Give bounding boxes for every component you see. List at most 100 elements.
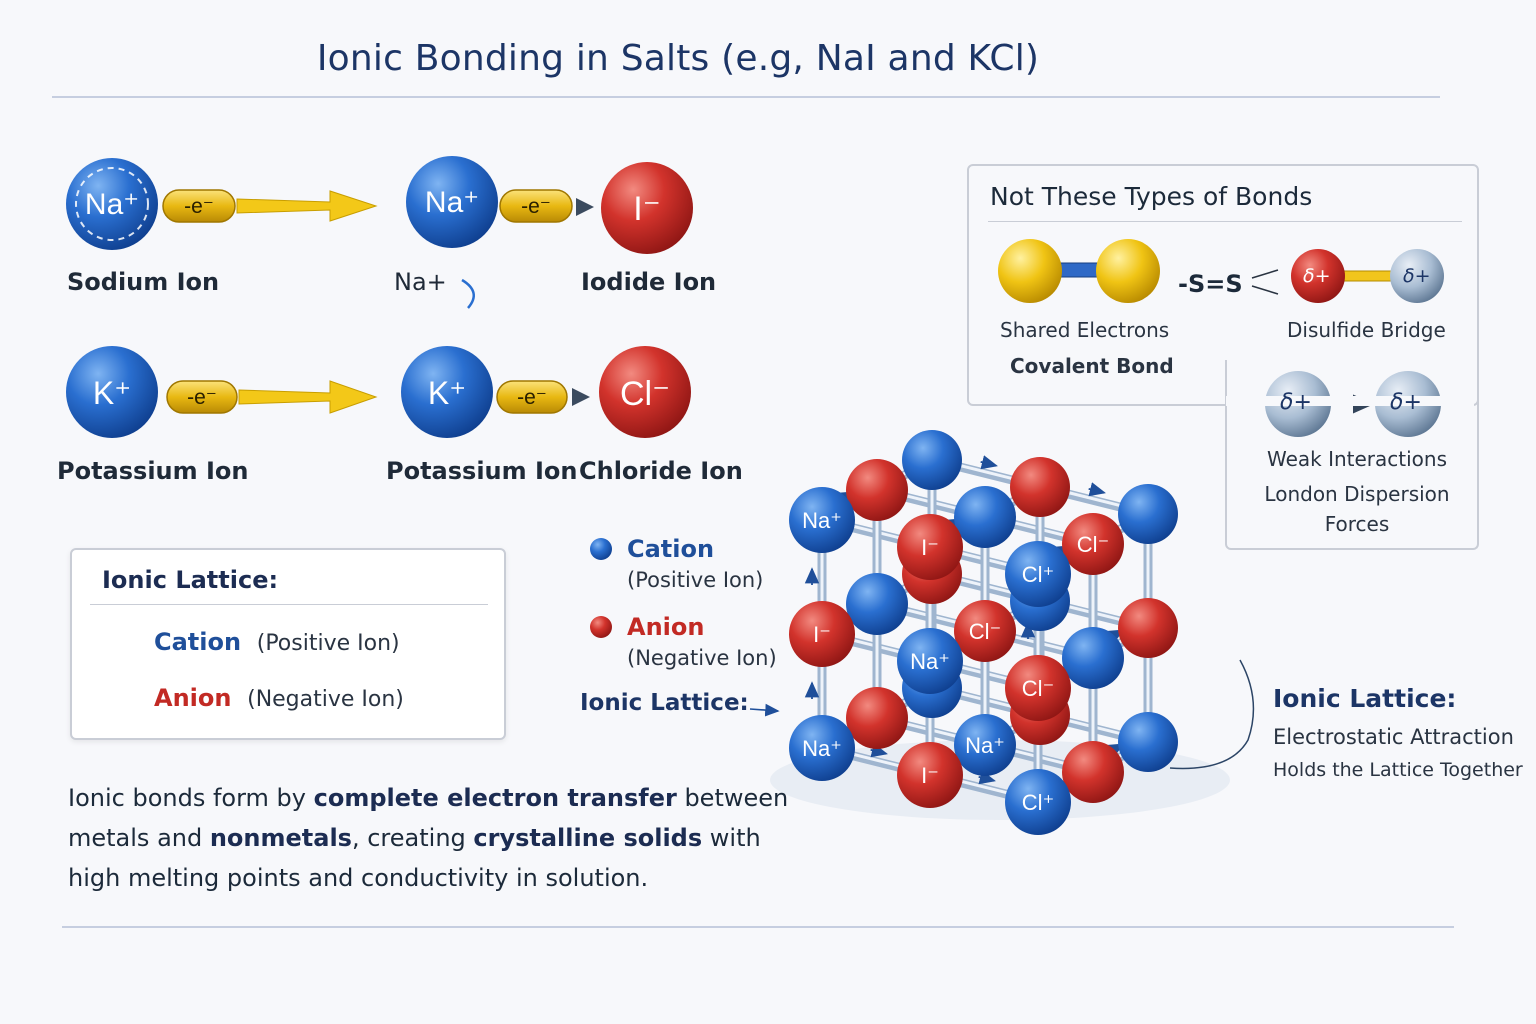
attraction-arrow-icon: [1088, 482, 1106, 497]
para-bold: complete electron transfer: [313, 784, 677, 812]
lattice-anion: [954, 600, 1016, 662]
legend-anion-word: Anion: [154, 684, 232, 712]
covalent-line2: Covalent Bond: [1010, 354, 1174, 378]
chloride-anion: [599, 346, 691, 438]
polar-atom: [1390, 249, 1444, 303]
lattice-cation: [897, 628, 963, 694]
para-text: Ionic bonds form by: [68, 784, 314, 812]
lattice-note-line1: Electrostatic Attraction: [1273, 725, 1514, 749]
label-potassium-ion: Potassium Ion: [57, 457, 249, 485]
para-text: with high melting points and conductivit…: [68, 824, 761, 892]
ionic-lattice: Na⁺Cl⁻Cl⁻Na⁺I⁻Cl⁺I⁻Na⁺Cl⁻Na⁺I⁻Cl⁺: [770, 430, 1230, 835]
legend-divider: [90, 604, 488, 605]
para-text: between metals and: [68, 784, 789, 852]
lattice-note-line2: Holds the Lattice Together: [1273, 759, 1523, 781]
iodide-anion: [601, 162, 693, 254]
electron-pill: [496, 380, 568, 414]
lattice-cation: [789, 487, 855, 553]
lattice-atoms: Na⁺Cl⁻Cl⁻Na⁺I⁻Cl⁺I⁻Na⁺Cl⁻Na⁺I⁻Cl⁺: [789, 430, 1178, 835]
lattice-anion: [1118, 598, 1178, 658]
lattice-anion: [846, 687, 908, 749]
potassium-symbol: K⁺: [93, 375, 131, 411]
attraction-arrow-icon: [978, 770, 996, 785]
not-bonds-divider: [988, 221, 1462, 222]
lattice-note-title: Ionic Lattice:: [1273, 684, 1457, 713]
iodide-symbol: I⁻: [633, 190, 660, 228]
attraction-arrow-icon: [980, 455, 998, 470]
lattice-ion-label: Cl⁻: [1022, 676, 1054, 701]
weak-line3: Forces: [1324, 512, 1390, 536]
ss-formula: -S=S: [1178, 270, 1243, 298]
not-bonds-mask: [1226, 396, 1474, 406]
cation-dot-icon: [590, 538, 612, 560]
lattice-cation: [1062, 627, 1124, 689]
delta-label: δ+: [1303, 265, 1331, 287]
lattice-anion: [1010, 457, 1070, 517]
legend-cation-desc: (Positive Ion): [256, 631, 400, 656]
lattice-cation: [954, 714, 1016, 776]
lattice-cation: [1005, 541, 1071, 607]
lattice-cation: [902, 430, 962, 490]
anion-dot-icon: [590, 616, 612, 638]
bottom-divider: [62, 926, 1454, 928]
lattice-anion: [897, 514, 963, 580]
lattice-ion-label: Na⁺: [910, 649, 950, 674]
para-bold: nonmetals: [209, 824, 352, 852]
pointer-arrow-icon: [749, 703, 780, 717]
sodium-cation: [406, 156, 498, 248]
para-text: , creating: [351, 824, 474, 852]
lattice-anion: [789, 601, 855, 667]
electron-label: -e⁻: [521, 195, 551, 218]
lattice-callout-bracket: [1169, 659, 1255, 770]
summary-paragraph: Ionic bonds form by complete electron tr…: [68, 778, 808, 898]
electron-label: -e⁻: [517, 386, 547, 409]
electron-pill: [499, 189, 573, 223]
label-chloride-ion: Chloride Ion: [579, 457, 743, 485]
potassium-cation: [401, 346, 493, 438]
chloride-symbol: Cl⁻: [620, 375, 670, 413]
electron-label: -e⁻: [187, 386, 217, 409]
lattice-anion: [1062, 741, 1124, 803]
label-sodium-ion: Sodium Ion: [67, 268, 220, 296]
legend-box: Ionic Lattice: Cation (Positive Ion) Ani…: [70, 548, 506, 740]
legend-title: Ionic Lattice:: [102, 566, 279, 594]
small-arrow-icon: [576, 198, 594, 216]
electron-label: -e⁻: [184, 195, 214, 218]
lattice-cation: [789, 715, 855, 781]
lattice-anion: [897, 742, 963, 808]
lattice-ion-label: Na⁺: [965, 733, 1005, 758]
covalent-line1: Shared Electrons: [1000, 318, 1170, 342]
polar-atom: [1291, 249, 1345, 303]
electron-pill: [162, 189, 236, 223]
curved-arrow-icon: [461, 278, 475, 309]
page-title: Ionic Bonding in Salts (e.g, NaI and KCl…: [316, 38, 1040, 79]
transfer-arrow: [238, 380, 378, 414]
delta-label: δ+: [1403, 265, 1431, 287]
lattice-cation: [1005, 769, 1071, 835]
not-bonds-title: Not These Types of Bonds: [990, 182, 1313, 211]
lattice-ion-label: I⁻: [921, 763, 939, 788]
sodium-atom: [66, 158, 158, 250]
label-potassium-cation: Potassium Ion: [386, 457, 578, 485]
transfer-row-sodium-iodide: Na⁺ -e⁻ Na⁺ -e⁻ I⁻: [66, 156, 693, 309]
label-iodide-ion: Iodide Ion: [581, 268, 717, 296]
lattice-ion-label: Cl⁻: [1077, 532, 1109, 557]
mid-anion-desc: (Negative Ion): [627, 646, 777, 670]
lattice-anion: [1062, 513, 1124, 575]
legend-anion-row: Anion (Negative Ion): [154, 684, 404, 712]
potassium-cation-symbol: K⁺: [428, 375, 466, 411]
mid-cation-desc: (Positive Ion): [627, 568, 764, 592]
mid-anion-word: Anion: [627, 613, 705, 641]
delta-label: δ+: [1390, 390, 1422, 415]
lattice-anion: [846, 459, 908, 521]
lattice-ion-label: I⁻: [921, 535, 939, 560]
small-arrow-icon: [572, 388, 590, 406]
weak-line1: Weak Interactions: [1266, 447, 1448, 471]
electron-shell: [75, 167, 149, 241]
legend-anion-desc: (Negative Ion): [247, 687, 404, 712]
legend-cation-word: Cation: [154, 628, 242, 656]
lattice-ion-label: Na⁺: [802, 508, 842, 533]
not-bonds-box: [967, 164, 1479, 406]
lattice-cation: [1118, 484, 1178, 544]
